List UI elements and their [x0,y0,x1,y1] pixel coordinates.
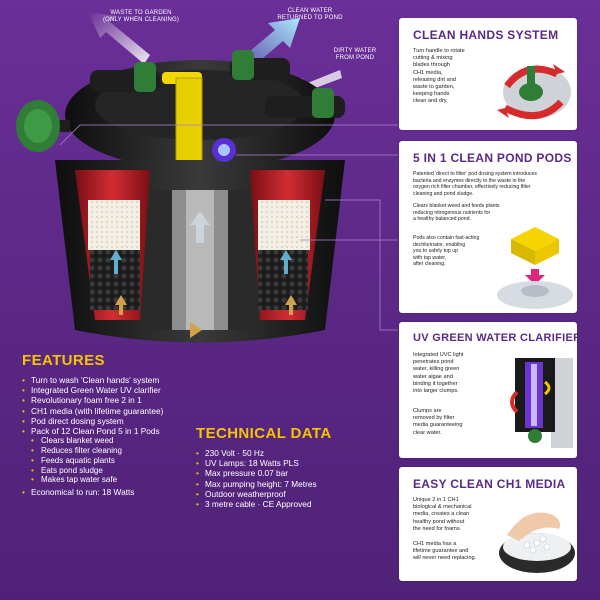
pod-icon [497,227,573,309]
media-bowl-icon [499,512,575,573]
uv-lamp-icon [212,138,236,162]
waste-arrow [88,12,150,64]
list-item: Revolutionary foam free 2 in 1 [22,395,212,405]
features-sub-list: Clears blanket weed Reduces filter clean… [22,436,212,485]
list-item: CH1 media (with lifetime guarantee) [22,406,212,416]
card-clean-hands: CLEAN HANDS SYSTEM Turn handle to rotate… [399,18,577,130]
handle-knob-icon [16,100,70,152]
list-item: Reduces filter cleaning [31,446,212,456]
card-uv-clarifier: UV GREEN WATER CLARIFIER Integrated UVC … [399,322,577,458]
list-item: Outdoor weatherproof [196,489,386,499]
features-section: FEATURES Turn to wash 'Clean hands' syst… [22,352,212,498]
technical-title: TECHNICAL DATA [196,425,332,442]
features-list: Turn to wash 'Clean hands' system Integr… [22,375,212,436]
list-item: Pod direct dosing system [22,416,212,426]
list-item: Turn to wash 'Clean hands' system [22,375,212,385]
list-item: Clears blanket weed [31,436,212,446]
uv-unit-icon [510,358,573,448]
list-item: Max pressure 0.07 bar [196,468,386,478]
list-item: Pack of 12 Clean Pond 5 in 1 Pods [22,426,212,436]
list-item: 230 Volt · 50 Hz [196,448,386,458]
waste-to-garden-label: WASTE TO GARDEN(ONLY WHEN CLEANING) [102,10,180,23]
features-title: FEATURES [22,352,105,369]
card-title: UV GREEN WATER CLARIFIER [413,332,577,344]
list-item: Max pumping height: 7 Metres [196,479,386,489]
technical-list: 230 Volt · 50 Hz UV Lamps: 18 Watts PLS … [196,448,386,509]
list-item: Integrated Green Water UV clarifier [22,385,212,395]
list-item: Economical to run: 18 Watts [22,487,212,497]
list-item: Eats pond sludge [31,466,212,476]
technical-section: TECHNICAL DATA 230 Volt · 50 Hz UV Lamps… [196,425,386,509]
list-item: Makes tap water safe [31,475,212,485]
card-title: EASY CLEAN CH1 MEDIA [413,477,566,491]
rotate-handle-icon [497,64,571,120]
card-pond-pods: 5 IN 1 CLEAN POND PODS Patented 'direct … [399,141,577,313]
pipe-green-connector-icon [134,50,334,118]
filter-illustration [16,12,398,343]
card-title: 5 IN 1 CLEAN POND PODS [413,151,572,165]
flow-arrows-icon [110,211,292,274]
list-item: 3 metre cable · CE Approved [196,499,386,509]
list-item: Feeds aquatic plants [31,456,212,466]
card-intro: Patented 'direct to filter' pod dosing s… [413,171,537,197]
card-title: CLEAN HANDS SYSTEM [413,28,559,42]
list-item: UV Lamps: 18 Watts PLS [196,458,386,468]
